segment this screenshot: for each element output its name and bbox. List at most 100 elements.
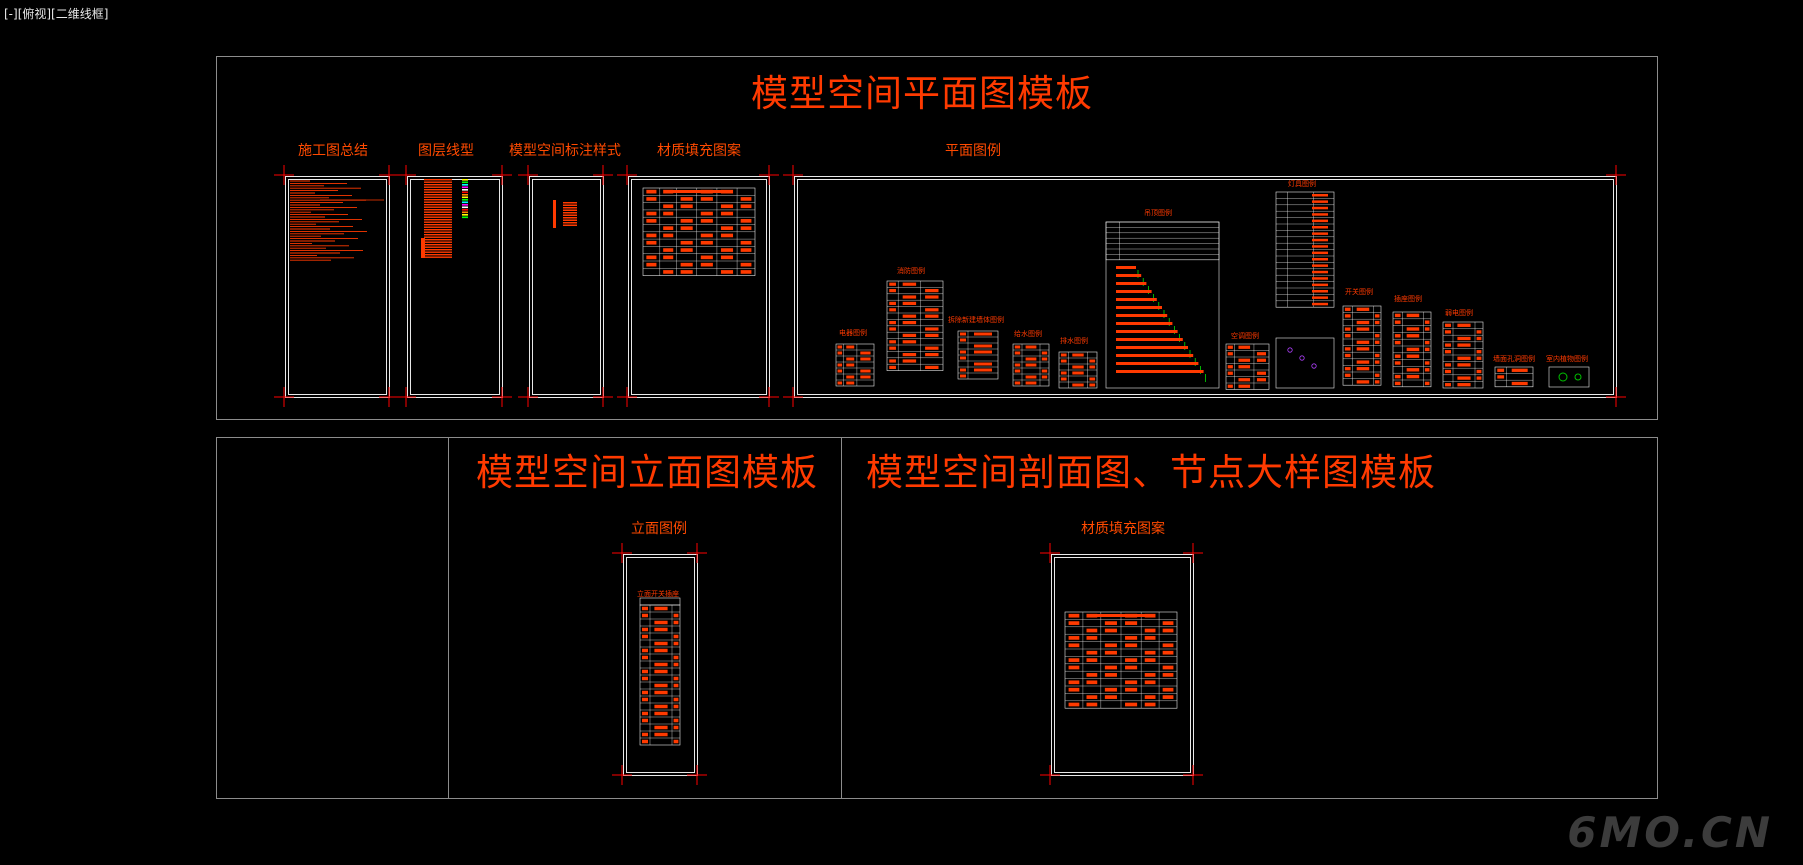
hatch-table-section-cell bbox=[1162, 628, 1174, 633]
legend-table-switch-cell bbox=[1356, 360, 1370, 364]
hatch-section-title bbox=[1090, 614, 1150, 617]
legend-table-fire-cell bbox=[902, 314, 917, 318]
hatch-table-top-cell bbox=[740, 197, 752, 201]
legend-table-socket-cell bbox=[1424, 347, 1430, 352]
layer-row bbox=[424, 211, 452, 213]
legend-caption-low-voltage: 弱电图例 bbox=[1445, 309, 1473, 317]
sheet-layer-linetype[interactable] bbox=[407, 176, 503, 398]
legend-table-low-voltage-cell bbox=[1476, 376, 1482, 380]
layer-swatch bbox=[462, 186, 468, 189]
lighting-extra-frame bbox=[1275, 337, 1335, 389]
sheet-elevation-legend[interactable] bbox=[623, 554, 698, 776]
legend-table-socket-cell bbox=[1406, 334, 1420, 338]
legend-table-wall-cell bbox=[974, 368, 992, 372]
legend-table-ceiling bbox=[1105, 221, 1220, 261]
layer-marker bbox=[421, 238, 425, 258]
hatch-table-top-cell bbox=[740, 248, 752, 252]
sheet-dimension-style[interactable] bbox=[529, 176, 604, 398]
legend-table-water-cell bbox=[1014, 381, 1021, 385]
bottom-template-panel: 模型空间立面图模板 模型空间剖面图、节点大样图模板 立面图例 材质填充图案 立面… bbox=[216, 437, 1658, 799]
legend-table-electrical-cell bbox=[860, 369, 871, 373]
site-watermark: 6MO.CN bbox=[1567, 808, 1773, 857]
section-template-title: 模型空间剖面图、节点大样图模板 bbox=[866, 451, 1436, 494]
layer-swatch bbox=[462, 216, 468, 219]
legend-table-wall-cell bbox=[960, 356, 966, 360]
hatch-table-section-cell bbox=[1068, 665, 1080, 670]
hatch-table-top-cell bbox=[700, 262, 713, 267]
section-label-material-hatch: 材质填充图案 bbox=[657, 143, 741, 159]
layer-row bbox=[424, 226, 452, 228]
hatch-table-section-cell bbox=[1144, 702, 1156, 707]
legend-table-electrical-cell bbox=[837, 381, 843, 385]
hatch-table-top-cell bbox=[646, 189, 657, 194]
sheet-section-hatch[interactable] bbox=[1051, 554, 1194, 776]
legend-table-drainage-cell bbox=[1072, 371, 1084, 375]
elevation-legend-table-cell bbox=[642, 676, 648, 681]
layer-row bbox=[424, 256, 452, 258]
legend-table-wall-cell bbox=[960, 368, 966, 372]
layer-row bbox=[424, 206, 452, 208]
legend-table-hvac-cell bbox=[1227, 352, 1233, 356]
layer-swatch bbox=[462, 194, 468, 196]
hatch-table-section-cell bbox=[1162, 621, 1174, 625]
legend-table-hvac-cell bbox=[1238, 345, 1251, 349]
elevation-legend-table-cell bbox=[673, 683, 679, 688]
legend-table-hvac-cell bbox=[1256, 371, 1266, 375]
legend-table-socket-cell bbox=[1424, 327, 1430, 331]
layer-row bbox=[424, 231, 452, 233]
hatch-table-top-cell bbox=[740, 204, 752, 209]
hatch-table-section-cell bbox=[1086, 650, 1098, 655]
sheet-plan-legend[interactable] bbox=[794, 176, 1617, 398]
legend-table-switch-cell bbox=[1356, 367, 1370, 371]
legend-table-switch-cell bbox=[1344, 373, 1351, 377]
hatch-table-top-cell bbox=[680, 204, 693, 209]
legend-table-water-cell bbox=[1041, 375, 1048, 379]
elevation-legend-table-cell bbox=[673, 620, 679, 625]
legend-table-hvac-cell bbox=[1256, 378, 1266, 382]
legend-table-drainage-cell bbox=[1072, 365, 1084, 369]
layer-row bbox=[424, 209, 452, 211]
elevation-legend-table-cell bbox=[654, 662, 668, 667]
elevation-legend-table-cell bbox=[673, 676, 679, 681]
ceiling-step bbox=[1116, 362, 1199, 365]
legend-table-water-cell bbox=[1041, 357, 1048, 361]
lighting-symbol-label bbox=[1312, 251, 1328, 255]
viewport-control-label[interactable]: [-][俯视][二维线框] bbox=[4, 7, 109, 21]
elevation-legend-table-cell bbox=[642, 613, 648, 618]
legend-caption-drainage: 排水图例 bbox=[1060, 337, 1088, 345]
legend-table-wall-cell bbox=[960, 338, 966, 342]
plant-symbol bbox=[1558, 372, 1568, 382]
legend-table-wall-cell bbox=[974, 332, 992, 336]
legend-table-fire-cell bbox=[902, 321, 917, 325]
hatch-table-top-cell bbox=[680, 226, 693, 230]
layer-swatch bbox=[462, 189, 468, 191]
legend-table-electrical bbox=[835, 343, 875, 387]
dimension-row bbox=[563, 214, 577, 216]
legend-caption-hvac: 空调图例 bbox=[1231, 332, 1259, 340]
sheet-construction-summary[interactable] bbox=[285, 176, 390, 398]
ceiling-step bbox=[1116, 370, 1204, 373]
lighting-symbol-label bbox=[1312, 270, 1328, 274]
legend-table-socket-cell bbox=[1424, 320, 1430, 324]
elevation-legend-table-cell bbox=[673, 662, 679, 667]
legend-table-wall-cell bbox=[960, 350, 966, 354]
legend-table-switch-cell bbox=[1356, 320, 1370, 325]
legend-table-socket-cell bbox=[1394, 374, 1401, 379]
layer-row bbox=[424, 186, 452, 188]
legend-table-water-cell bbox=[1041, 351, 1048, 355]
legend-table-hvac bbox=[1225, 343, 1270, 390]
elevation-table-header bbox=[639, 597, 681, 606]
hatch-table-title bbox=[670, 190, 730, 193]
hatch-table-top-cell bbox=[680, 219, 693, 223]
legend-table-hvac-cell bbox=[1256, 358, 1266, 362]
legend-caption-wall-opening: 墙面孔洞图例 bbox=[1493, 355, 1535, 363]
dimension-row bbox=[563, 212, 577, 214]
sheet-material-hatch[interactable] bbox=[628, 176, 770, 398]
hatch-table-section-cell bbox=[1104, 665, 1117, 670]
hatch-table-section-cell bbox=[1144, 628, 1156, 633]
lighting-symbol bbox=[1311, 363, 1317, 369]
legend-table-switch-cell bbox=[1374, 380, 1380, 384]
hatch-table-top-cell bbox=[663, 211, 674, 216]
hatch-table-top-cell bbox=[663, 204, 674, 209]
section-label-plan-legend: 平面图例 bbox=[945, 143, 1001, 159]
